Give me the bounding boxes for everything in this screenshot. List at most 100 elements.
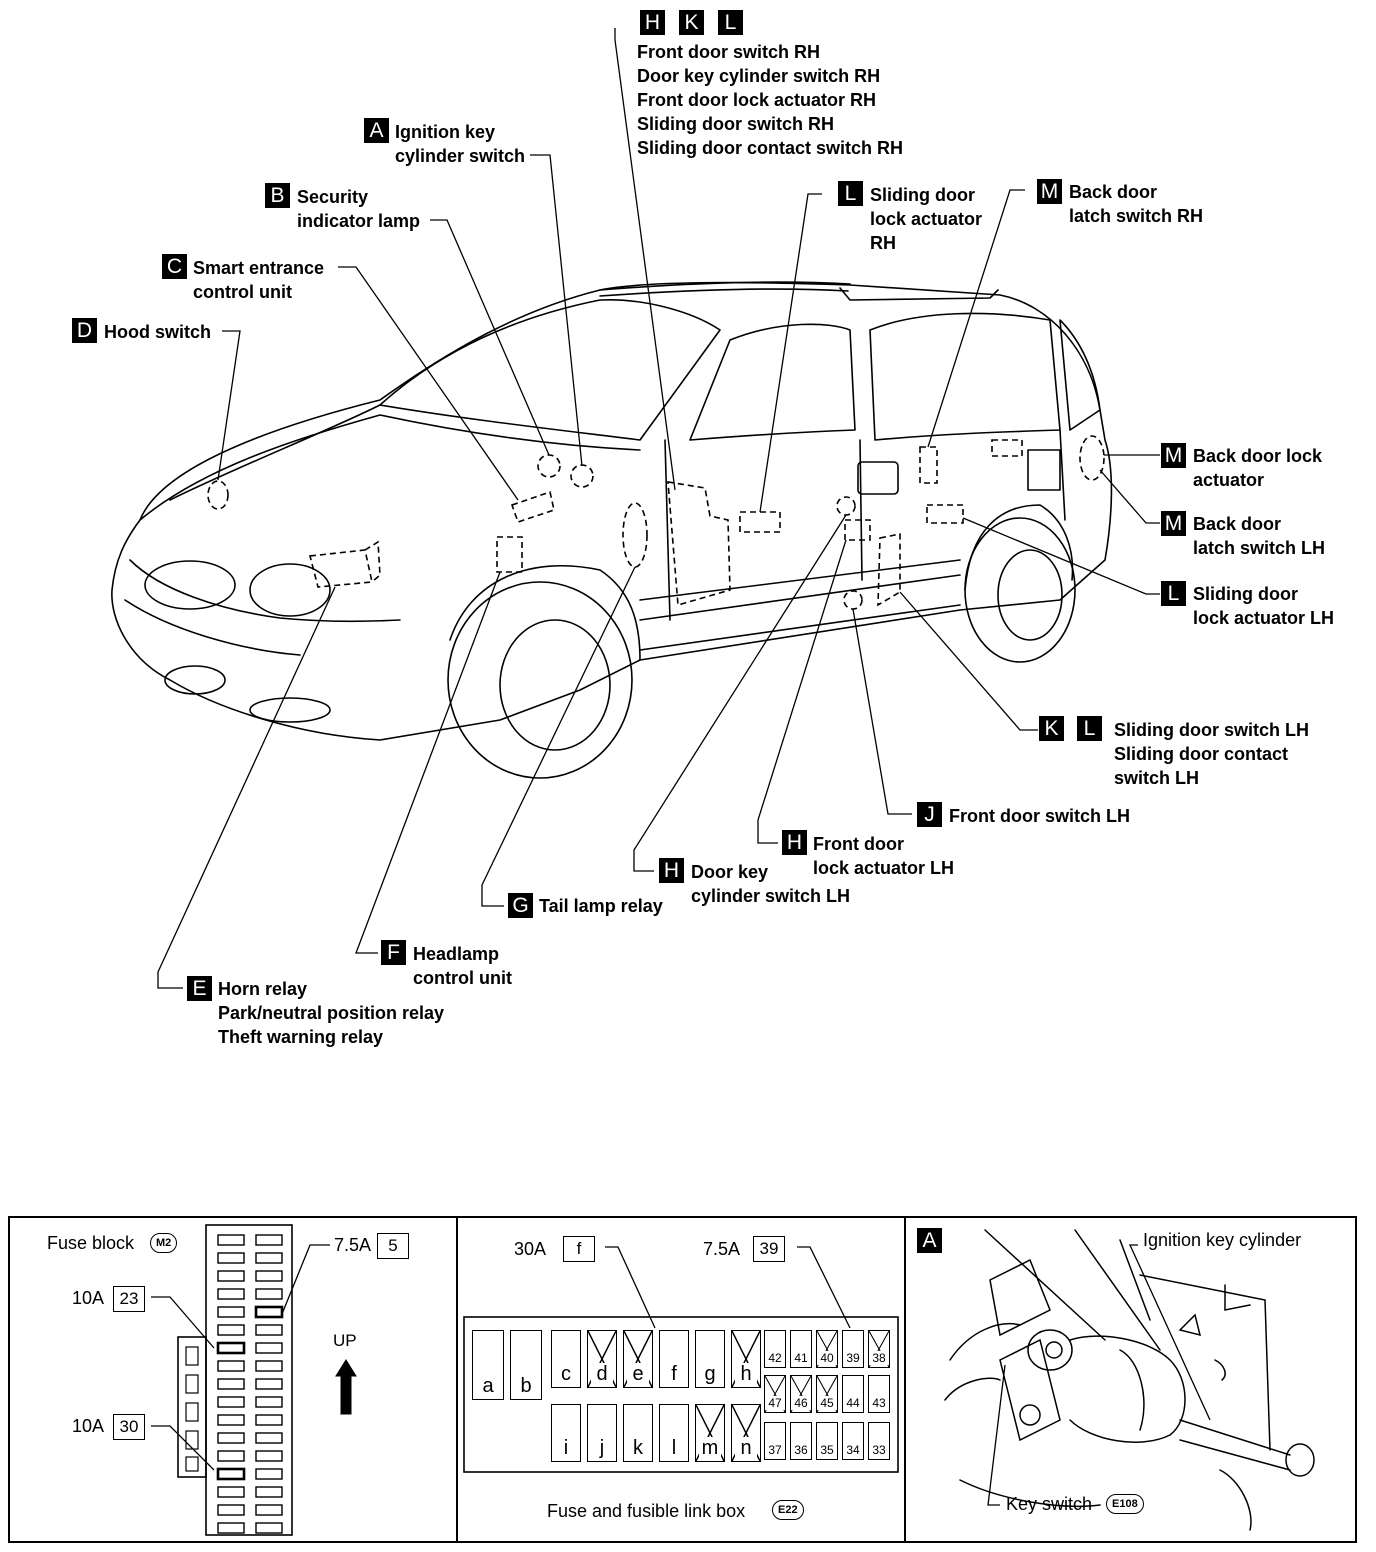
linkbox-cell-label: 47 (765, 1396, 785, 1410)
callout-line: latch switch LH (1193, 538, 1326, 558)
callout-line: Back door (1069, 182, 1158, 202)
callout-line: Sliding door switch RH (637, 114, 834, 134)
callout-line: Theft warning relay (218, 1027, 384, 1047)
linkbox-fuse-cell: 36 (790, 1422, 812, 1460)
linkbox-fuse-cell: 39 (842, 1330, 864, 1368)
callout-b-badge: B (265, 183, 290, 208)
callout-line: Park/neutral position relay (218, 1003, 445, 1023)
linkbox-cell-label: 45 (817, 1396, 837, 1410)
linkbox-cell-label: f (663, 1363, 685, 1385)
callout-m-rh-text: Back door latch switch RH (1069, 180, 1203, 228)
callout-m-rh-badge: M (1037, 179, 1062, 204)
linkbox-cell: l (659, 1404, 689, 1462)
callout-a-badge: A (364, 118, 389, 143)
linkbox-cell-label: 46 (791, 1396, 811, 1410)
linkbox-fuse-cell: 33 (868, 1422, 890, 1460)
fuse-slot (255, 1522, 283, 1534)
callout-line: Hood switch (104, 322, 211, 342)
linkbox-cell: c (551, 1330, 581, 1388)
linkbox-cell-label: 37 (765, 1443, 785, 1457)
callout-h-key-badge: H (659, 858, 684, 883)
linkbox-cell: a (472, 1330, 504, 1400)
callout-line: latch switch RH (1069, 206, 1204, 226)
callout-line: Sliding door (870, 185, 975, 205)
linkbox-cell-label: g (699, 1363, 721, 1385)
callout-l-lh-badge: L (1161, 581, 1186, 606)
linkbox-cell: n (731, 1404, 761, 1462)
linkbox-cell-label: j (591, 1437, 613, 1459)
fuse-slot (217, 1378, 245, 1390)
fuse-slot (217, 1432, 245, 1444)
linkbox-cell-label: k (627, 1437, 649, 1459)
fuse-slot (217, 1522, 245, 1534)
callout-l-rh-text: Sliding door lock actuator RH (870, 183, 982, 255)
callout-e-text: Horn relay Park/neutral position relay T… (218, 977, 444, 1049)
fuse-block-title: Fuse block (47, 1233, 135, 1253)
callout-line: Front door lock actuator RH (637, 90, 877, 110)
callout-line: Ignition key (395, 122, 496, 142)
linkbox-cell-label: 43 (869, 1396, 889, 1410)
fuse-slot (217, 1252, 245, 1264)
linkbox-fuse-cell: 41 (790, 1330, 812, 1368)
callout-line: Sliding door contact switch RH (637, 138, 904, 158)
fuse-slot (217, 1504, 245, 1516)
linkbox-fuse-cell: 34 (842, 1422, 864, 1460)
linkbox-cell-label: d (591, 1363, 613, 1385)
callout-hkl-badge-l: L (718, 10, 743, 35)
linkbox-fuse-cell: 37 (764, 1422, 786, 1460)
linkbox-cell-label: i (555, 1437, 577, 1459)
callout-a-text: Ignition key cylinder switch (395, 120, 525, 168)
linkbox-cell-label: c (555, 1363, 577, 1385)
fuse-slot (255, 1252, 283, 1264)
callout-hkl-text: Front door switch RH Door key cylinder s… (637, 40, 903, 160)
callout-g-text: Tail lamp relay (539, 894, 663, 918)
linkbox-cell-label: e (627, 1363, 649, 1385)
fuse-slot (255, 1270, 283, 1282)
key-switch-connector: E108 (1106, 1494, 1144, 1514)
fuse-slot (255, 1504, 283, 1516)
ignition-badge: A (917, 1228, 942, 1253)
linkbox-fuse-cell: 40 (816, 1330, 838, 1368)
callout-line: Security (297, 187, 369, 207)
fuse-5-amp: 7.5A (334, 1235, 372, 1255)
linkbox-fuse-cell: 44 (842, 1375, 864, 1413)
linkbox-cell-label: 38 (869, 1351, 889, 1365)
fuse-slot (255, 1468, 283, 1480)
up-arrow-icon (335, 1359, 357, 1415)
fuse-slot (217, 1396, 245, 1408)
linkbox-cell-label: l (663, 1437, 685, 1459)
callout-line: Sliding door contact (1114, 744, 1288, 764)
fuse-slot (255, 1486, 283, 1498)
linkbox-cell-label: 35 (817, 1443, 837, 1457)
linkbox-cell-label: n (735, 1437, 757, 1459)
fuse-slot (217, 1414, 245, 1426)
callout-d-badge: D (72, 318, 97, 343)
callout-m-lh-text: Back door latch switch LH (1193, 512, 1325, 560)
callout-kl-lh-badge-k: K (1039, 716, 1064, 741)
linkbox-cell-label: 36 (791, 1443, 811, 1457)
callout-hkl-badge-h: H (640, 10, 665, 35)
callout-m-lh-badge: M (1161, 511, 1186, 536)
key-switch-label: Key switch (1006, 1494, 1093, 1514)
linkbox-fuse-cell: 35 (816, 1422, 838, 1460)
fuse-slot (217, 1270, 245, 1282)
fuse-slot (217, 1324, 245, 1336)
fuse-slot (217, 1288, 245, 1300)
callout-hkl-badge-k: K (679, 10, 704, 35)
callout-j-text: Front door switch LH (949, 804, 1130, 828)
callout-line: lock actuator (870, 209, 983, 229)
callout-l-lh-text: Sliding door lock actuator LH (1193, 582, 1334, 630)
linkbox-cell: d (587, 1330, 617, 1388)
callout-line: switch LH (1114, 768, 1200, 788)
fuse-slot (255, 1396, 283, 1408)
linkbox-cell-label: b (515, 1375, 537, 1397)
linkbox-cell: k (623, 1404, 653, 1462)
callout-line: control unit (193, 282, 292, 302)
linkbox-cell: i (551, 1404, 581, 1462)
callout-line: indicator lamp (297, 211, 421, 231)
fuse-slot (255, 1288, 283, 1300)
callout-h-actuator-badge: H (782, 830, 807, 855)
fuse-30-number: 30 (113, 1414, 145, 1440)
linkbox-cell-label: 40 (817, 1351, 837, 1365)
